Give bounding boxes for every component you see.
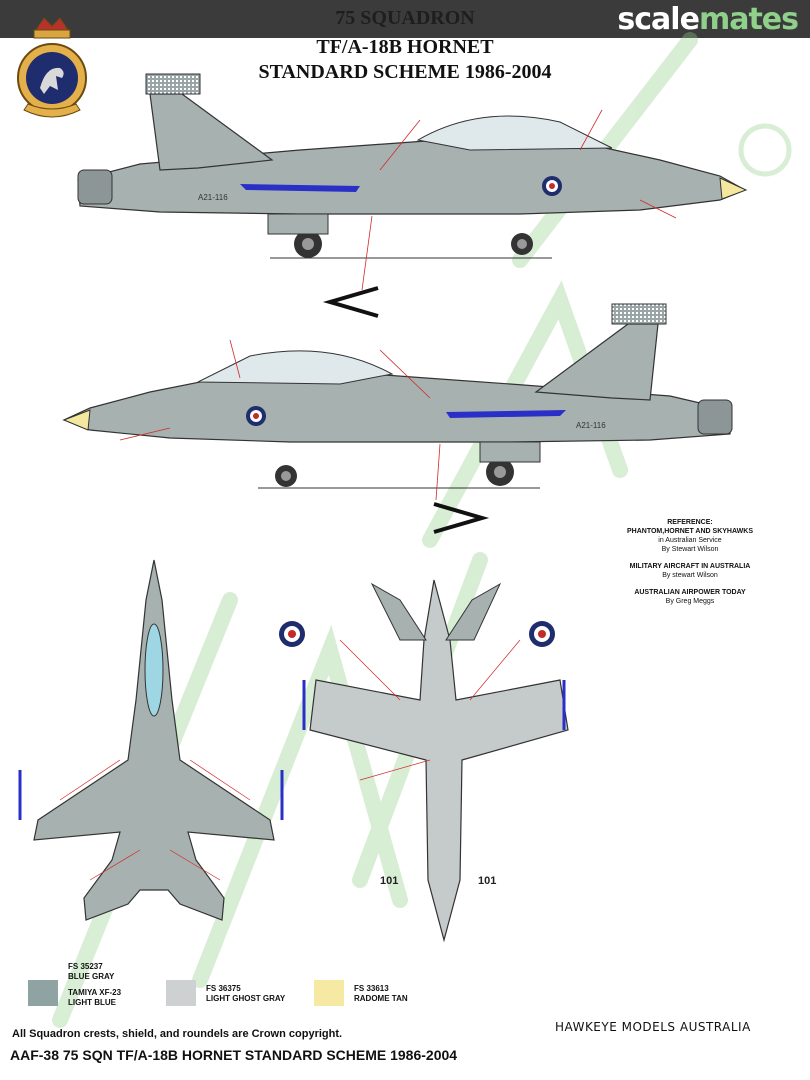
scheme-title: STANDARD SCHEME 1986-2004 [258,61,552,83]
reference-block: REFERENCE: PHANTOM,HORNET AND SKYHAWKS i… [590,518,790,614]
copyright-note: All Squadron crests, shield, and roundel… [12,1028,343,1040]
reference-book-3: AUSTRALIAN AIRPOWER TODAY By Greg Meggs [634,589,746,605]
reference-book-2: MILITARY AIRCRAFT IN AUSTRALIA By stewar… [629,563,751,579]
scalemates-logo[interactable]: scalemates [617,2,799,37]
squadron-title: 75 SQUADRON [335,7,475,29]
manufacturer-logo: HAWKEYE MODELS AUSTRALIA [555,1020,751,1034]
swatch-radome-tan [314,980,344,1006]
reference-book-1: REFERENCE: PHANTOM,HORNET AND SKYHAWKS i… [590,518,790,554]
serial-label-lower: A21-116 [576,421,606,430]
chevron-right-icon [433,502,490,534]
squadron-crest-icon [17,17,87,118]
aircraft-title: TF/A-18B HORNET [316,36,494,58]
header-bar: scalemates [0,0,810,38]
top-view [18,559,284,921]
under-view: 101 101 [279,579,569,943]
side-view-right: A21-116 [77,73,748,291]
chevron-left-icon [322,286,379,318]
swatch-light-ghost-gray [166,980,196,1006]
serial-label-upper: A21-116 [198,193,228,202]
code-right: 101 [478,875,496,887]
side-view-left: A21-116 [62,303,733,501]
reference-heading: REFERENCE: [667,519,713,526]
code-left: 101 [380,875,398,887]
swatch-blue-gray [28,980,58,1006]
sheet-title: AAF-38 75 SQN TF/A-18B HORNET STANDARD S… [10,1047,458,1063]
